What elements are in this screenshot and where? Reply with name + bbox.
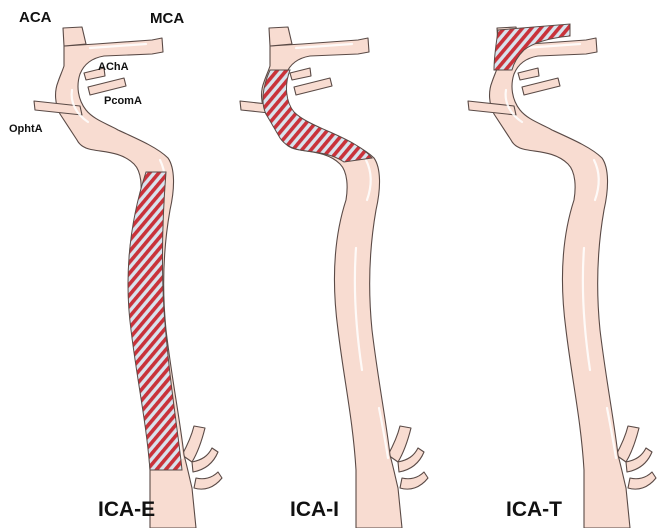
- artery-illustration: [468, 27, 656, 528]
- panel-ica-i: ICA-I: [240, 27, 428, 528]
- acha-label: AChA: [98, 61, 129, 73]
- ophta-label: OphtA: [9, 123, 43, 135]
- aca-label: ACA: [19, 9, 52, 26]
- mca-label: MCA: [150, 10, 184, 27]
- panel-title-ica-i: ICA-I: [290, 498, 339, 521]
- panel-ica-t: ICA-T: [468, 24, 656, 528]
- highlighted-extracranial-segment: [128, 172, 182, 470]
- panel-title-ica-e: ICA-E: [98, 498, 155, 521]
- panel-ica-e: ACA MCA AChA PcomA OphtA ICA-E: [9, 9, 222, 528]
- panel-title-ica-t: ICA-T: [506, 498, 562, 521]
- pcoma-label: PcomA: [104, 95, 142, 107]
